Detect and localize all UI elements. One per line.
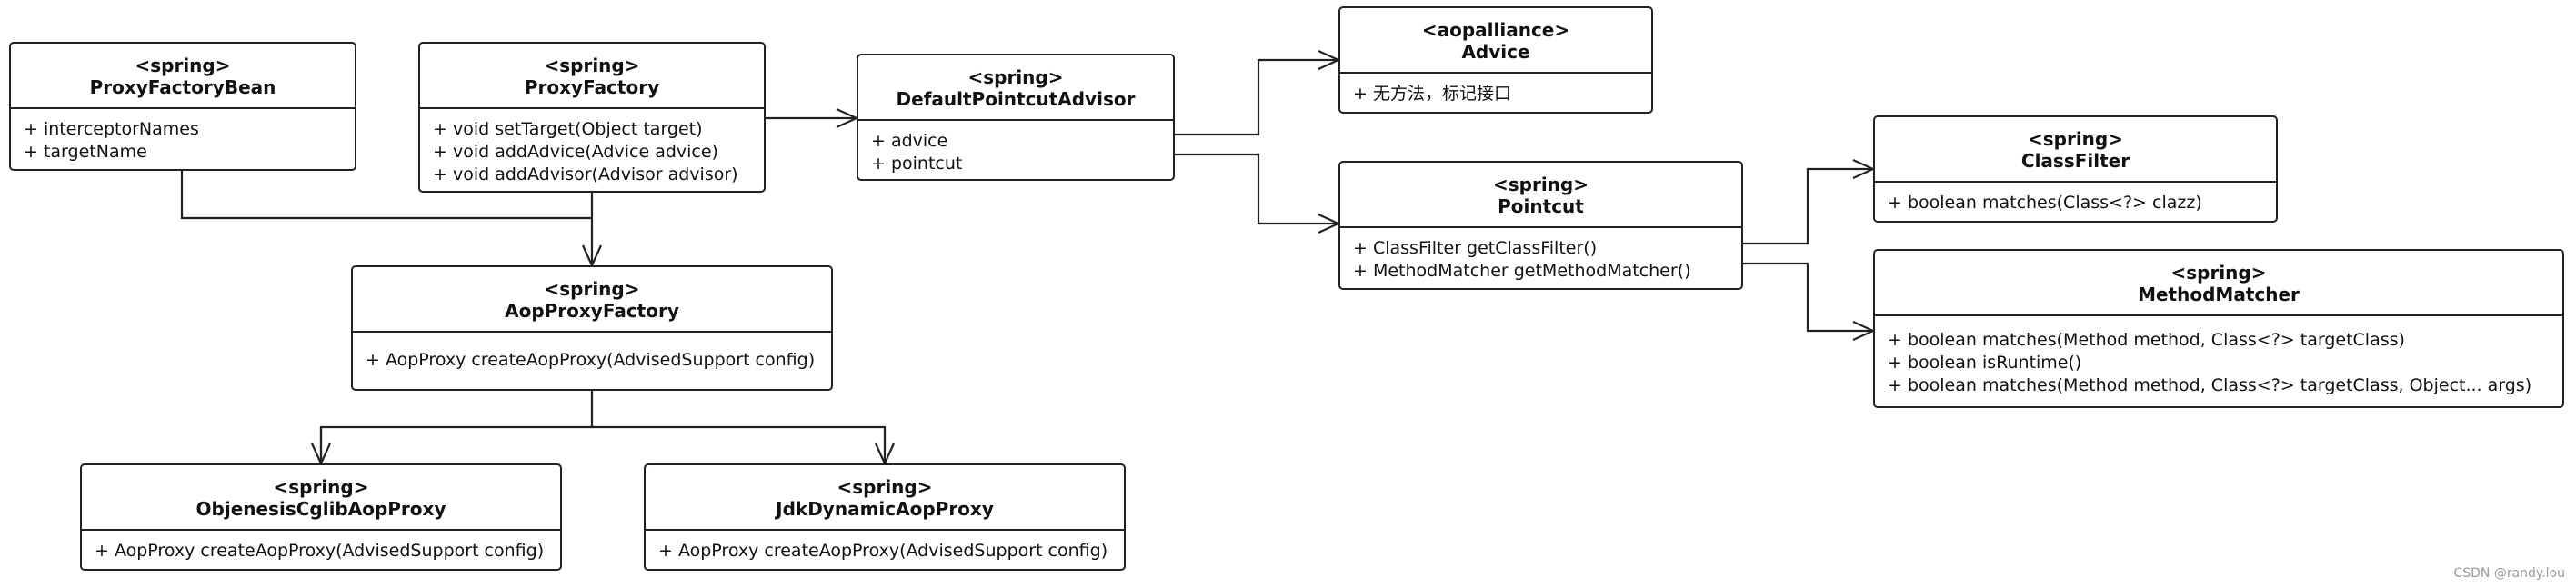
class-name: AopProxyFactory (505, 300, 679, 322)
class-members: + advice + pointcut (858, 121, 1173, 175)
class-member: + 无方法，标记接口 (1353, 84, 1511, 104)
class-name: MethodMatcher (2138, 284, 2300, 305)
class-members: + boolean matches(Method method, Class<?… (1875, 316, 2562, 397)
class-class-filter: <spring> ClassFilter + boolean matches(C… (1873, 115, 2278, 223)
class-header: <spring> AopProxyFactory (353, 267, 831, 333)
connector-advisor-to-pointcut (1175, 153, 1338, 224)
class-name: Advice (1461, 41, 1530, 63)
class-name: ObjenesisCglibAopProxy (195, 498, 446, 520)
class-name: ProxyFactoryBean (89, 76, 276, 98)
class-stereotype: <spring> (544, 278, 640, 300)
class-member: + AopProxy createAopProxy(AdvisedSupport… (658, 541, 1108, 561)
class-members: + 无方法，标记接口 (1340, 74, 1651, 105)
class-member: + advice (871, 131, 948, 151)
class-name: Pointcut (1498, 195, 1584, 217)
class-stereotype: <spring> (544, 55, 640, 76)
class-member: + interceptorNames (24, 119, 199, 139)
class-member: + targetName (24, 142, 147, 162)
class-stereotype: <spring> (967, 66, 1064, 88)
class-stereotype: <spring> (2170, 262, 2267, 284)
class-members: + AopProxy createAopProxy(AdvisedSupport… (353, 333, 831, 372)
class-member: + ClassFilter getClassFilter() (1353, 238, 1598, 258)
class-stereotype: <spring> (135, 55, 231, 76)
class-name: ProxyFactory (524, 76, 660, 98)
class-members: + AopProxy createAopProxy(AdvisedSupport… (646, 531, 1124, 563)
class-member: + void addAdvisor(Advisor advisor) (433, 164, 738, 184)
class-pointcut: <spring> Pointcut + ClassFilter getClass… (1338, 161, 1743, 290)
class-members: + ClassFilter getClassFilter() + MethodM… (1340, 228, 1741, 283)
class-header: <spring> ClassFilter (1875, 117, 2276, 183)
connector-proxyfactorybean-to-aopproxyfactory (180, 171, 592, 220)
class-name: JdkDynamicAopProxy (776, 498, 994, 520)
connector-advisor-to-advice (1175, 60, 1338, 136)
class-member: + void addAdvice(Advice advice) (433, 142, 718, 162)
watermark: CSDN @randy.lou (2453, 566, 2565, 581)
class-stereotype: <spring> (1492, 174, 1589, 195)
class-members: + interceptorNames + targetName (11, 109, 355, 164)
class-members: + void setTarget(Object target) + void a… (420, 109, 764, 186)
class-aop-proxy-factory: <spring> AopProxyFactory + AopProxy crea… (351, 265, 833, 391)
class-objenesis-cglib-aop-proxy: <spring> ObjenesisCglibAopProxy + AopPro… (80, 463, 562, 571)
class-header: <spring> JdkDynamicAopProxy (646, 465, 1124, 531)
class-advice: <aopalliance> Advice + 无方法，标记接口 (1338, 6, 1653, 114)
class-proxy-factory: <spring> ProxyFactory + void setTarget(O… (418, 42, 766, 193)
class-member: + pointcut (871, 154, 963, 174)
class-members: + boolean matches(Class<?> clazz) (1875, 183, 2276, 214)
class-member: + boolean isRuntime() (1888, 353, 2082, 373)
class-stereotype: <aopalliance> (1421, 19, 1570, 41)
connector-aopproxyfactory-to-jdk (592, 425, 885, 463)
class-members: + AopProxy createAopProxy(AdvisedSupport… (82, 531, 560, 563)
class-proxy-factory-bean: <spring> ProxyFactoryBean + interceptorN… (9, 42, 356, 171)
class-jdk-dynamic-aop-proxy: <spring> JdkDynamicAopProxy + AopProxy c… (644, 463, 1126, 571)
class-header: <spring> DefaultPointcutAdvisor (858, 55, 1173, 121)
class-header: <spring> Pointcut (1340, 163, 1741, 228)
class-header: <spring> ProxyFactoryBean (11, 44, 355, 109)
class-header: <spring> ProxyFactory (420, 44, 764, 109)
connector-aopproxyfactory-to-implementations (319, 391, 594, 463)
class-default-pointcut-advisor: <spring> DefaultPointcutAdvisor + advice… (857, 54, 1175, 181)
class-member: + boolean matches(Method method, Class<?… (1888, 375, 2532, 395)
class-name: ClassFilter (2020, 150, 2130, 172)
class-method-matcher: <spring> MethodMatcher + boolean matches… (1873, 249, 2564, 408)
class-header: <spring> ObjenesisCglibAopProxy (82, 465, 560, 531)
class-member: + MethodMatcher getMethodMatcher() (1353, 261, 1691, 281)
class-header: <aopalliance> Advice (1340, 8, 1651, 74)
class-member: + void setTarget(Object target) (433, 119, 703, 139)
class-member: + boolean matches(Class<?> clazz) (1888, 193, 2202, 213)
class-stereotype: <spring> (273, 476, 369, 498)
connector-pointcut-to-methodmatcher (1743, 262, 1873, 331)
class-member: + boolean matches(Method method, Class<?… (1888, 330, 2405, 350)
class-member: + AopProxy createAopProxy(AdvisedSupport… (366, 350, 816, 370)
class-stereotype: <spring> (2027, 128, 2123, 150)
connector-pointcut-to-classfilter (1743, 169, 1873, 245)
class-stereotype: <spring> (837, 476, 933, 498)
class-header: <spring> MethodMatcher (1875, 251, 2562, 316)
class-name: DefaultPointcutAdvisor (896, 88, 1136, 110)
class-member: + AopProxy createAopProxy(AdvisedSupport… (95, 541, 545, 561)
